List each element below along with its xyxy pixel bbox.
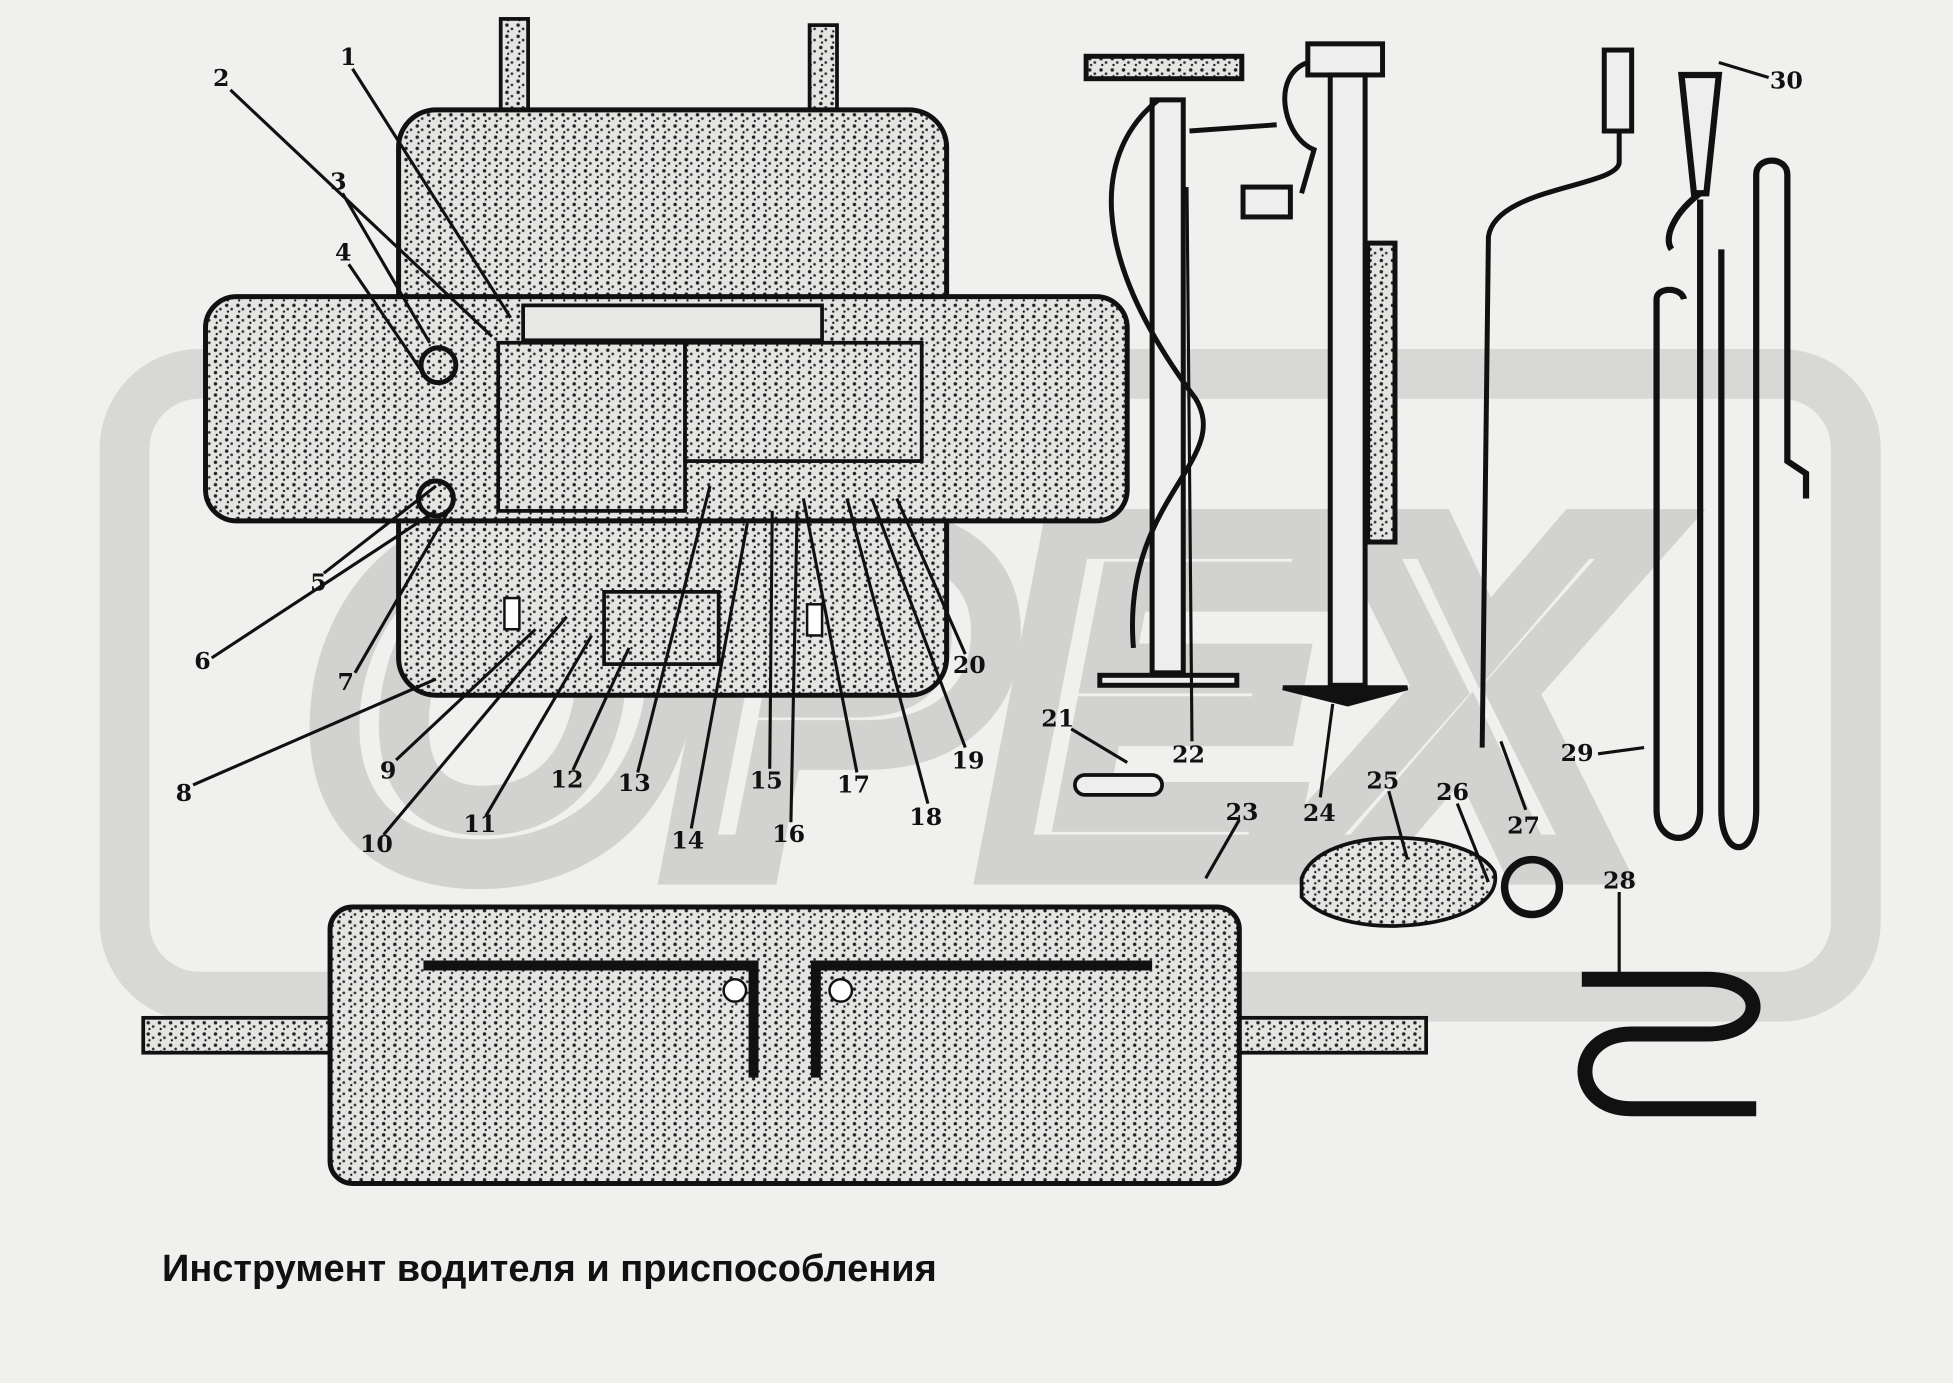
callout-6: 6 (194, 647, 210, 675)
jack (1240, 41, 1409, 707)
callout-3: 3 (330, 168, 346, 196)
callout-5: 5 (310, 569, 326, 597)
callout-17: 17 (837, 770, 870, 798)
bag-and-cap (1299, 836, 1564, 928)
callout-24: 24 (1303, 799, 1336, 827)
callout-9: 9 (380, 757, 396, 785)
callout-18: 18 (909, 803, 942, 831)
tire-pump (1083, 53, 1277, 688)
tool-roll (141, 904, 1429, 1186)
callout-16: 16 (772, 820, 805, 848)
callout-10: 10 (360, 830, 393, 858)
callout-15: 15 (750, 767, 783, 795)
callout-1: 1 (340, 43, 356, 71)
callout-30: 30 (1770, 67, 1803, 95)
callout-22: 22 (1172, 740, 1205, 768)
callout-23: 23 (1226, 798, 1259, 826)
crank-handle (1479, 47, 1635, 748)
callout-12: 12 (551, 765, 584, 793)
callout-19: 19 (952, 747, 985, 775)
callout-2: 2 (213, 64, 229, 92)
callout-20: 20 (953, 651, 986, 679)
callout-13: 13 (618, 769, 651, 797)
callout-28: 28 (1603, 866, 1636, 894)
callout-29: 29 (1561, 739, 1594, 767)
wheel-wrench (1577, 971, 1761, 1117)
callout-27: 27 (1507, 811, 1540, 839)
callout-25: 25 (1366, 767, 1399, 795)
callout-4: 4 (335, 239, 351, 267)
part-21 (1073, 773, 1164, 797)
callout-7: 7 (338, 668, 354, 696)
inspection-lamp (1653, 71, 1810, 851)
callout-14: 14 (671, 826, 704, 854)
leader-lines (192, 61, 1770, 980)
callout-11: 11 (463, 810, 496, 838)
callout-26: 26 (1436, 778, 1469, 806)
tool-bag (203, 17, 1130, 698)
callout-labels: 1 2 3 4 5 6 7 8 9 10 11 12 13 14 15 16 1… (176, 43, 1803, 894)
callout-8: 8 (176, 779, 192, 807)
diagram-title: Инструмент водителя и приспособления (162, 1248, 937, 1290)
callout-21: 21 (1041, 704, 1074, 732)
